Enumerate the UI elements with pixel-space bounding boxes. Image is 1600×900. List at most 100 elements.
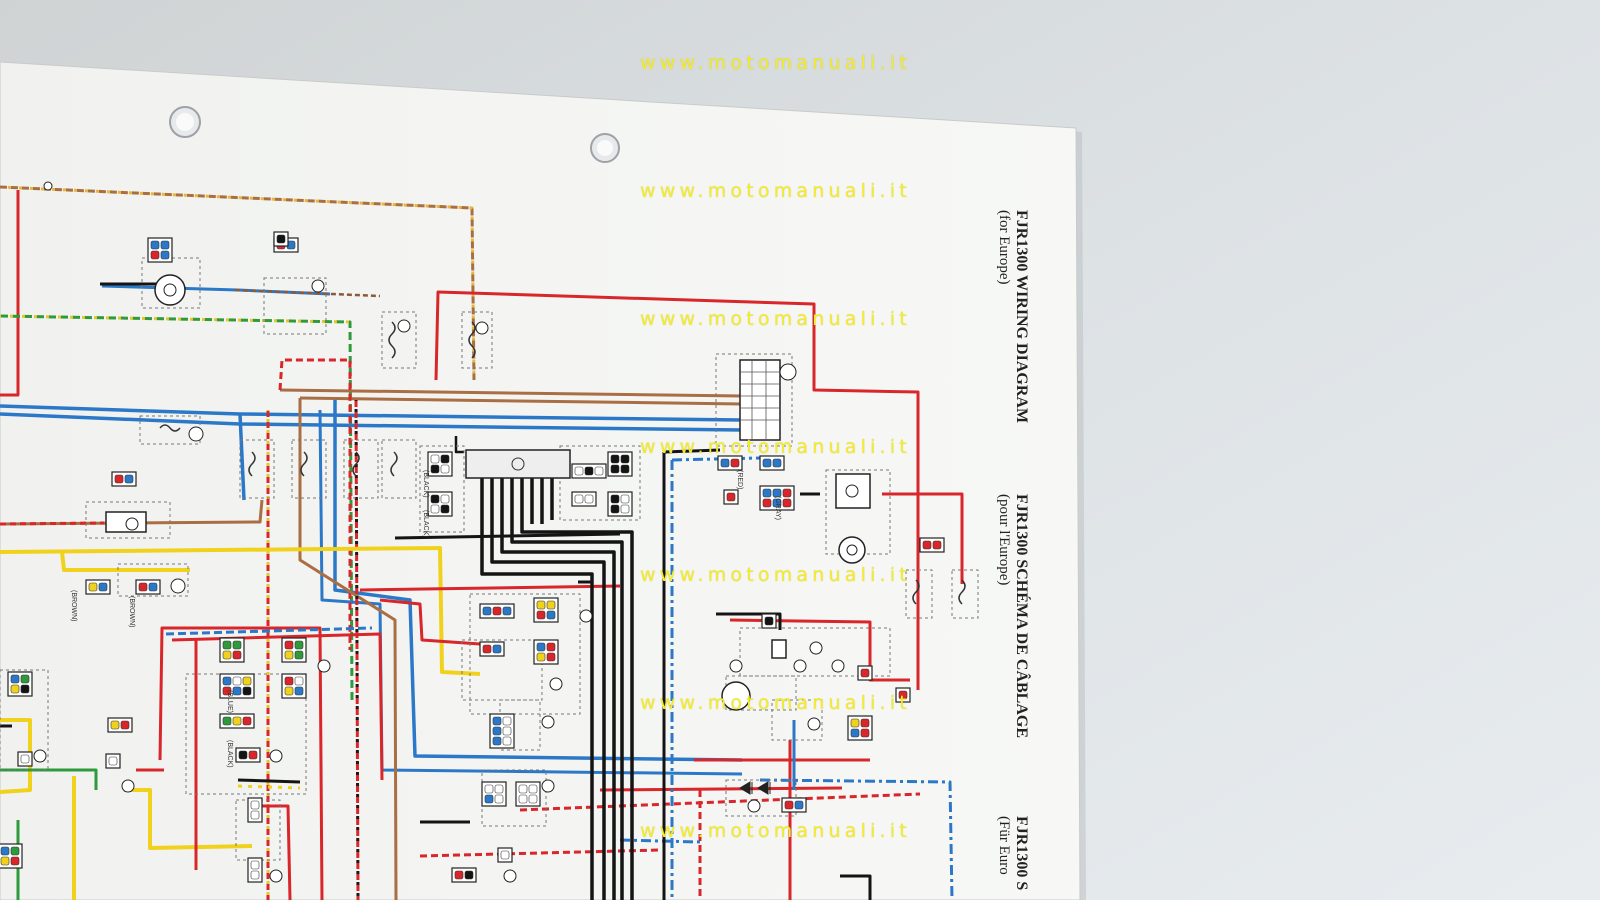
connector-color-label: (BROWN) <box>128 596 135 628</box>
connector-pin <box>546 600 556 610</box>
connector-pin <box>518 794 528 804</box>
connector-pin <box>730 458 740 468</box>
connector-pin <box>294 676 304 686</box>
connector-pin <box>518 784 528 794</box>
connector-pin <box>784 800 794 810</box>
connector-pin <box>160 250 170 260</box>
connector-pin <box>484 794 494 804</box>
connector-pin <box>464 870 474 880</box>
connector-pin <box>482 606 492 616</box>
connector-pin <box>502 606 512 616</box>
connector-pin <box>110 720 120 730</box>
connector-pin <box>898 690 908 700</box>
title-german: FJR1300 S (Für Euro <box>995 816 1030 890</box>
connector-pin <box>610 504 620 514</box>
connector-pin <box>594 466 604 476</box>
connector-pin <box>610 464 620 474</box>
connector-pin <box>762 488 772 498</box>
connector-pin <box>610 494 620 504</box>
connector-pin <box>536 642 546 652</box>
connector-pin <box>98 582 108 592</box>
connector-pin <box>492 606 502 616</box>
connector-pin <box>430 504 440 514</box>
connector-pin <box>492 716 502 726</box>
connector-pin <box>222 650 232 660</box>
connector-color-label: (BROWN) <box>70 590 77 622</box>
connector-pin <box>242 716 252 726</box>
connector-pin <box>0 846 10 856</box>
watermark-7: www.motomanuali.it <box>640 820 911 842</box>
connector-pin <box>860 718 870 728</box>
connector-pin <box>546 642 556 652</box>
connector-pin <box>482 644 492 654</box>
connector-pin <box>494 794 504 804</box>
title-french: FJR1300 SCHÉMA DE CÂBLAGE (pour l'Europe… <box>995 494 1030 738</box>
connector-pin <box>772 458 782 468</box>
connector-color-label: (BLACK) <box>422 470 429 498</box>
connector-pin <box>232 686 242 696</box>
connector-color-label: (GRAY) <box>774 496 781 520</box>
connector-pin <box>250 810 260 820</box>
connector-pin <box>772 488 782 498</box>
connector-pin <box>500 850 510 860</box>
connector-pin <box>620 504 630 514</box>
title-english-main: FJR1300 WIRING DIAGRAM <box>1013 210 1030 424</box>
title-english: FJR1300 WIRING DIAGRAM (for Europe) <box>995 210 1030 423</box>
connector-pin <box>0 856 10 866</box>
punch-hole-right <box>590 133 620 163</box>
connector-pin <box>238 750 248 760</box>
connector-pin <box>620 454 630 464</box>
connector-pin <box>528 794 538 804</box>
connector-pin <box>720 458 730 468</box>
connector-pin <box>484 784 494 794</box>
connector-color-label: (BLUE) <box>226 690 233 713</box>
connector-pin <box>502 726 512 736</box>
connector-pin <box>430 454 440 464</box>
connector-blocks: (BLACK)(BLACK)(BROWN)(BROWN)(BLUE)(BLACK… <box>0 231 945 883</box>
component-9 <box>721 681 751 711</box>
connector-pin <box>222 640 232 650</box>
watermark-5: www.motomanuali.it <box>640 564 911 586</box>
connector-pin <box>108 756 118 766</box>
connector-pin <box>10 846 20 856</box>
connector-pin <box>850 718 860 728</box>
connector-pin <box>546 610 556 620</box>
connector-pin <box>232 716 242 726</box>
watermark-3: www.motomanuali.it <box>640 308 911 330</box>
watermark-4: www.motomanuali.it <box>640 436 911 458</box>
connector-pin <box>620 464 630 474</box>
connector-pin <box>114 474 124 484</box>
wire-red-main <box>434 290 920 690</box>
components <box>0 181 979 883</box>
wires <box>0 185 964 900</box>
connector-color-label: (RED) <box>736 470 743 489</box>
component-3 <box>838 536 866 564</box>
connector-pin <box>762 498 772 508</box>
connector-pin <box>772 498 782 508</box>
connector-pin <box>20 754 30 764</box>
connector-pin <box>232 640 242 650</box>
wire-yellow <box>0 546 481 676</box>
connector-pin <box>860 668 870 678</box>
watermark-6: www.motomanuali.it <box>640 692 911 714</box>
title-german-sub: (Für Euro <box>996 816 1012 875</box>
connector-pin <box>232 650 242 660</box>
connector-pin <box>536 652 546 662</box>
connector-pin <box>528 784 538 794</box>
connector-pin <box>222 676 232 686</box>
connector-76 <box>465 449 571 479</box>
connector-pin <box>440 454 450 464</box>
connector-pin <box>88 582 98 592</box>
component-67 <box>154 274 186 306</box>
connector-pin <box>150 240 160 250</box>
connector-pin <box>294 650 304 660</box>
connector-pin <box>454 870 464 880</box>
main-switch-connector <box>739 359 797 441</box>
connector-pin <box>160 240 170 250</box>
connector-pin <box>574 494 584 504</box>
watermark-1: www.motomanuali.it <box>640 52 911 74</box>
connector-pin <box>546 652 556 662</box>
connector-pin <box>294 640 304 650</box>
connector-pin <box>850 728 860 738</box>
